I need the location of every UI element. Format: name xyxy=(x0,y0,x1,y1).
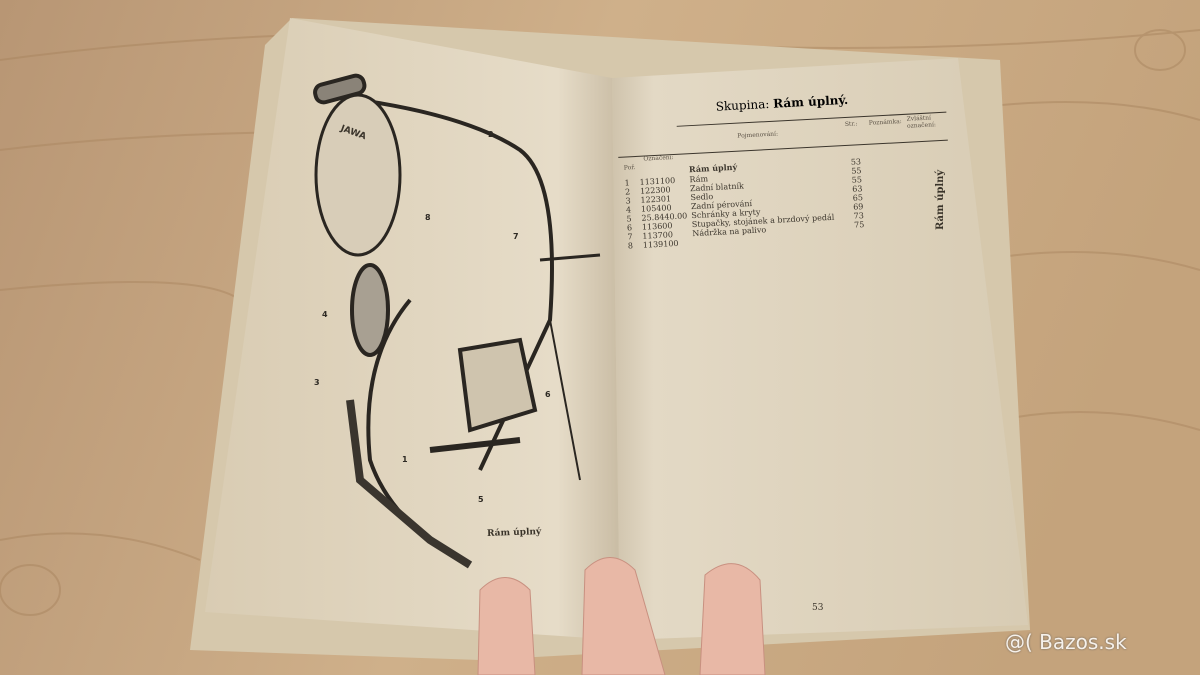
left-page xyxy=(205,18,620,640)
row-pos: 3 xyxy=(625,196,631,206)
row-pos: 8 xyxy=(627,241,634,251)
right-page xyxy=(612,58,1028,640)
row-pos: 1 xyxy=(624,178,630,188)
callout-3: 3 xyxy=(314,378,320,387)
row-pos: 2 xyxy=(624,187,631,197)
header-page: Str.: xyxy=(844,120,858,129)
row-pos: 7 xyxy=(627,232,633,242)
motorcycle-frame-illustration xyxy=(313,73,601,569)
callout-7: 7 xyxy=(513,232,519,241)
row-page: 75 xyxy=(853,220,865,230)
callout-8: 8 xyxy=(425,213,431,222)
watermark: @( Bazos.sk xyxy=(1005,630,1127,654)
callout-5: 5 xyxy=(478,495,484,504)
callout-1: 1 xyxy=(402,455,408,464)
row-pos: 4 xyxy=(625,205,632,215)
fingers xyxy=(477,557,766,675)
header-pos: Poř. xyxy=(623,164,636,172)
row-code: 1139100 xyxy=(642,238,679,250)
header-special: Zvláštní označení: xyxy=(906,114,937,130)
row-pos: 5 xyxy=(626,214,632,224)
callout-6: 6 xyxy=(545,390,551,399)
page-number: 53 xyxy=(812,603,824,613)
illustration-caption: Rám úplný xyxy=(486,527,542,539)
callout-2: 2 xyxy=(488,130,494,139)
callout-4: 4 xyxy=(322,310,328,319)
row-pos: 6 xyxy=(626,223,633,233)
side-label: Rám úplný xyxy=(935,169,946,230)
